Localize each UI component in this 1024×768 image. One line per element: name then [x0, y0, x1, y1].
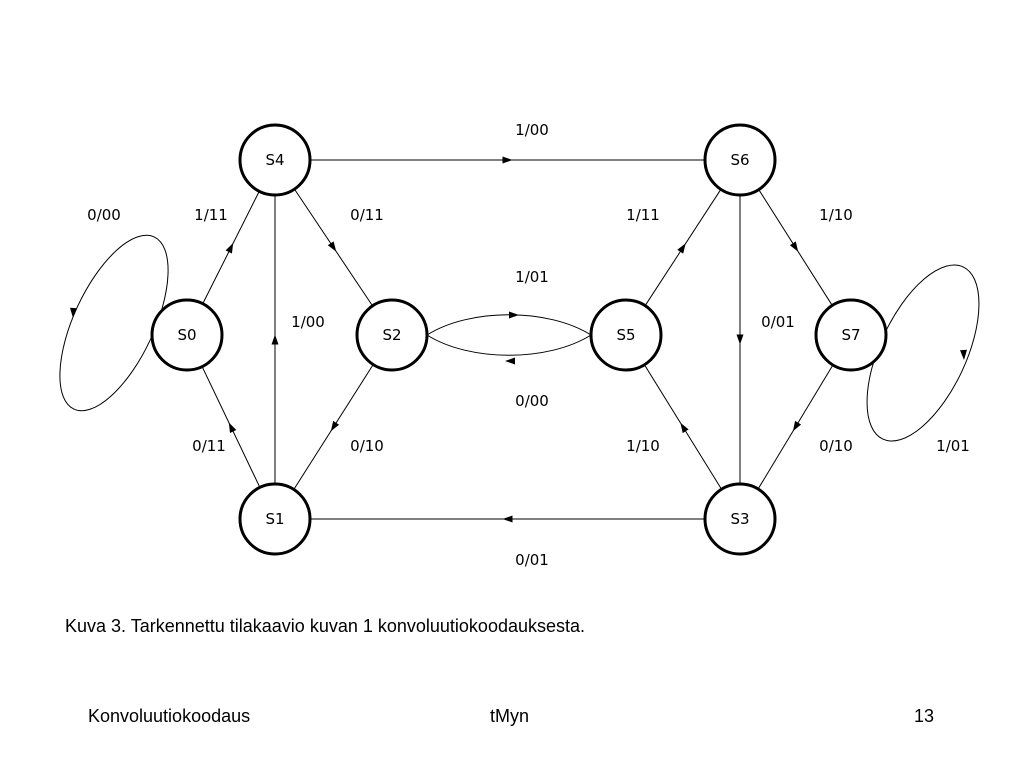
edge-s1-s0: [201, 366, 261, 488]
edge-label-s4-s2: 0/11: [350, 206, 384, 224]
footer-author: tMyn: [490, 706, 530, 726]
edge-s4-s2: [294, 188, 373, 307]
state-node-s2: S2: [355, 298, 429, 372]
edge-label-s6-s3: 0/01: [761, 313, 795, 331]
state-node-circle: [703, 123, 777, 197]
edge-arrowhead: [960, 349, 967, 360]
state-node-circle: [703, 482, 777, 556]
edge-arrowhead: [225, 243, 234, 254]
edge-s2-s1: [293, 364, 374, 490]
state-node-label: S3: [730, 510, 749, 528]
edge-arrowhead: [792, 420, 802, 432]
edge-arrowhead: [680, 422, 689, 434]
state-node-label: S5: [616, 326, 635, 344]
edge-arrowhead: [70, 307, 77, 318]
state-node-circle: [238, 482, 312, 556]
edge-s3-s5: [644, 364, 722, 490]
page-number: 13: [914, 706, 935, 726]
state-node-label: S0: [177, 326, 196, 344]
edge-label-s0-s4: 1/11: [194, 206, 228, 224]
state-node-s3: S3: [703, 482, 777, 556]
edge-label-s1-s4: 1/00: [291, 313, 325, 331]
state-node-label: S1: [265, 510, 284, 528]
edge-arrowhead: [327, 241, 337, 252]
edge-label-s0-s0: 0/00: [87, 206, 121, 224]
state-node-s0: S0: [150, 298, 224, 372]
state-node-s5: S5: [589, 298, 663, 372]
state-node-label: S7: [841, 326, 860, 344]
edge-labels-layer: 0/00 1/11 0/11 1/00 1/00 0/11 0/10 1/01 0/00 1/11…: [87, 121, 970, 569]
edge-s0-s4: [202, 191, 260, 304]
state-node-circle: [589, 298, 663, 372]
self-loop-ellipse: [59, 234, 169, 412]
edge-label-s5-s2: 0/00: [515, 392, 549, 410]
state-node-s7: S7: [814, 298, 888, 372]
figure-caption: Kuva 3. Tarkennettu tilakaavio kuvan 1 k…: [65, 616, 586, 636]
edge-s1-s4: [271, 195, 279, 484]
edge-arrowhead: [789, 241, 799, 252]
state-node-label: S2: [382, 326, 401, 344]
edge-arrowhead: [505, 357, 515, 365]
state-node-s4: S4: [238, 123, 312, 197]
edge-arrowhead: [502, 156, 513, 164]
edge-arrowhead: [502, 515, 513, 523]
edge-s6-s7: [758, 189, 833, 306]
edge-label-s4-s6: 1/00: [515, 121, 549, 139]
edge-s7-s3: [757, 364, 834, 490]
edge-arrowhead: [271, 334, 279, 345]
edge-label-s7-s3: 0/10: [819, 437, 853, 455]
edge-label-s7-s7: 1/01: [936, 437, 970, 455]
edge-s2-s5: [426, 311, 592, 336]
state-node-circle: [150, 298, 224, 372]
edge-s5-s2: [426, 334, 592, 365]
edge-label-s2-s5: 1/01: [515, 268, 549, 286]
edge-label-s5-s6: 1/11: [626, 206, 660, 224]
state-node-label: S6: [730, 151, 749, 169]
state-node-circle: [814, 298, 888, 372]
edge-label-s1-s0: 0/11: [192, 437, 226, 455]
edge-label-s3-s1: 0/01: [515, 551, 549, 569]
edges-layer: [59, 156, 980, 523]
edge-s4-s6: [310, 156, 705, 164]
edge-label-s6-s7: 1/10: [819, 206, 853, 224]
state-node-s1: S1: [238, 482, 312, 556]
edge-arrowhead: [677, 243, 686, 254]
edge-arrowhead: [736, 334, 744, 345]
edge-s5-s6: [644, 189, 722, 306]
self-loop-s0-s0: [59, 234, 169, 412]
state-node-label: S4: [265, 151, 284, 169]
edge-s6-s3: [736, 195, 744, 484]
edge-s3-s1: [310, 515, 705, 523]
edge-arrowhead: [330, 420, 340, 432]
state-node-circle: [238, 123, 312, 197]
edge-curve: [426, 334, 592, 356]
edge-label-s2-s1: 0/10: [350, 437, 384, 455]
edge-label-s3-s5: 1/10: [626, 437, 660, 455]
footer-title: Konvoluutiokoodaus: [88, 706, 251, 726]
edge-arrowhead: [228, 422, 237, 433]
state-node-circle: [355, 298, 429, 372]
edge-arrowhead: [509, 311, 519, 319]
state-node-s6: S6: [703, 123, 777, 197]
